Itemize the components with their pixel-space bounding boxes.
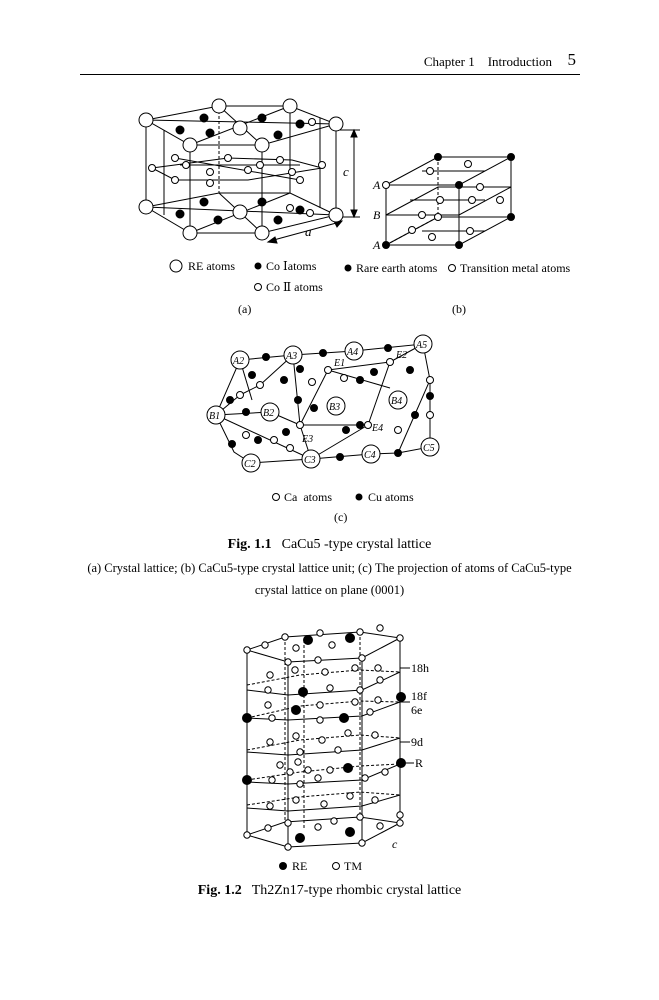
rare-earth-legend-icon	[344, 264, 352, 272]
label-A5: A5	[415, 340, 427, 351]
label-A3: A3	[285, 351, 297, 362]
tm-legend-icon	[332, 862, 340, 870]
fig2-lattice	[245, 631, 414, 848]
label-A4: A4	[346, 347, 358, 358]
legend-tm: TM	[344, 859, 362, 873]
plane-a-bottom-label: A	[372, 238, 381, 252]
legend-rare-earth: Rare earth atoms	[356, 261, 438, 275]
legend-re: RE	[292, 859, 307, 873]
panel-c-label: (c)	[334, 510, 347, 524]
legend-cu-atoms: Cu atoms	[368, 490, 414, 504]
label-18f: 18f	[411, 689, 427, 703]
legend-ca-atoms: Ca atoms	[284, 490, 332, 504]
label-B4: B4	[391, 396, 402, 407]
fig1-panel-a-atoms	[138, 98, 344, 241]
label-C4: C4	[364, 450, 376, 461]
c-axis-label: c	[343, 164, 349, 179]
label-6e: 6e	[411, 703, 422, 717]
fig1-caption: Fig. 1.1 CaCu5 -type crystal lattice	[0, 537, 659, 553]
label-R: R	[415, 756, 423, 770]
page-header: Chapter 1 Introduction 5	[80, 48, 580, 75]
fig1-panel-b-cell	[385, 156, 512, 246]
fig1-panel-c-atoms	[206, 334, 440, 473]
co1-legend-icon	[254, 262, 262, 270]
label-E4: E4	[371, 423, 383, 434]
fig1-caption-desc-line1: (a) Crystal lattice; (b) CaCu5-type crys…	[87, 561, 572, 575]
panel-a-label: (a)	[238, 302, 251, 316]
label-18h: 18h	[411, 661, 429, 675]
fig1-caption-number: Fig. 1.1	[227, 537, 272, 552]
label-B3: B3	[329, 402, 340, 413]
fig1-panel-c-labels: A2 A3 A4 A5 B1 B2 B3 B4 C2 C3 C4 C5 E1 E…	[209, 340, 435, 470]
fig2-caption-title: Th2Zn17-type rhombic crystal lattice	[251, 883, 462, 898]
label-B1: B1	[209, 411, 220, 422]
legend-co1-atoms: Co Ⅰatoms	[266, 259, 317, 273]
label-C3: C3	[304, 455, 316, 466]
page-number: 5	[567, 50, 577, 69]
transition-metal-legend-icon	[448, 264, 456, 272]
chapter-title: Chapter 1 Introduction	[423, 54, 552, 69]
ca-legend-icon	[272, 493, 280, 501]
cu-legend-icon	[355, 493, 363, 501]
legend-transition-metal: Transition metal atoms	[460, 261, 571, 275]
fig2-atoms	[242, 624, 406, 851]
label-B2: B2	[263, 408, 274, 419]
fig1-caption-description: (a) Crystal lattice; (b) CaCu5-type crys…	[0, 557, 659, 601]
fig2-caption: Fig. 1.2 Th2Zn17-type rhombic crystal lat…	[0, 883, 659, 899]
panel-b-label: (b)	[452, 302, 466, 316]
co2-legend-icon	[254, 283, 262, 291]
label-E1: E1	[333, 358, 345, 369]
label-E2: E2	[395, 350, 407, 361]
re-legend-icon	[279, 862, 287, 870]
label-E3: E3	[301, 434, 313, 445]
fig1-caption-desc-line2: crystal lattice on plane (0001)	[254, 583, 405, 597]
plane-a-top-label: A	[372, 178, 381, 192]
legend-re-atoms: RE atoms	[188, 259, 235, 273]
label-C5: C5	[423, 443, 435, 454]
fig1-panel-b-atoms	[382, 153, 515, 249]
plane-b-label: B	[373, 208, 381, 222]
fig1-caption-title: CaCu5 -type crystal lattice	[281, 537, 432, 552]
fig2-caption-number: Fig. 1.2	[197, 883, 242, 898]
label-c-axis: c	[392, 837, 398, 851]
legend-co2-atoms: Co Ⅱ atoms	[266, 280, 323, 294]
label-C2: C2	[244, 459, 256, 470]
label-A2: A2	[232, 356, 244, 367]
fig2-site-labels: 18h 18f 6e 9d R c	[392, 661, 429, 851]
a-axis-label: a	[305, 224, 312, 239]
re-atom-legend-icon	[169, 259, 183, 273]
label-9d: 9d	[411, 735, 423, 749]
